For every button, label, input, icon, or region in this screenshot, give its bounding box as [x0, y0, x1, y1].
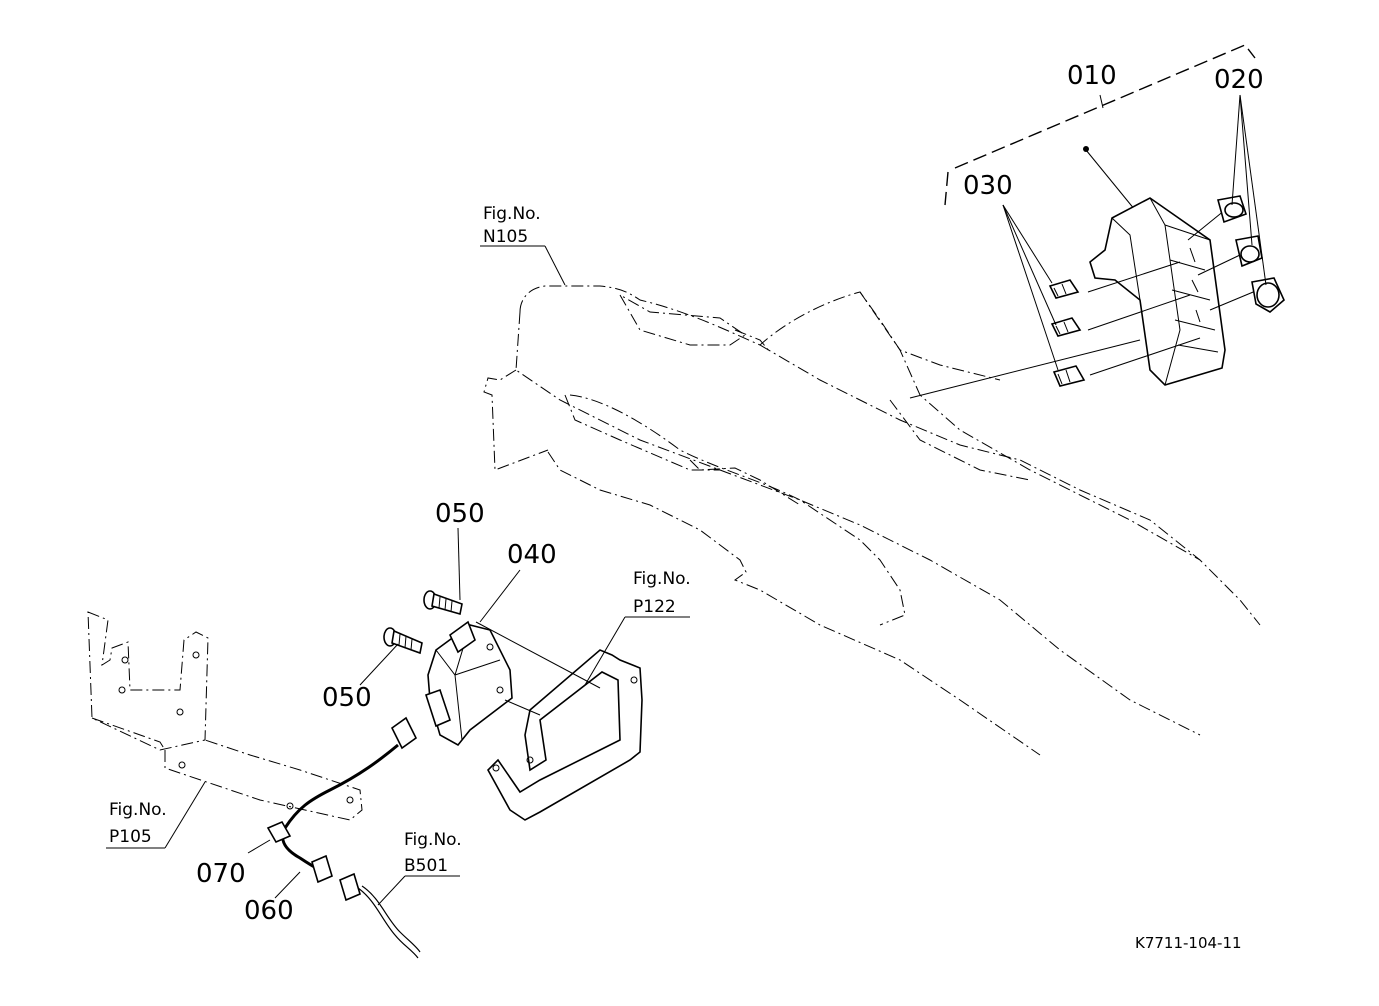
callout-030: 030 [963, 171, 1013, 201]
console-panel [483, 285, 1261, 756]
actuator-040 [425, 620, 601, 747]
callout-070: 070 [196, 859, 246, 889]
bracket-p122 [487, 649, 643, 821]
switch-assembly [909, 44, 1285, 399]
harness-060 [281, 716, 421, 959]
callout-050-upper: 050 [435, 499, 485, 529]
leader-lines [106, 245, 690, 906]
fig-ref-p105-code: P105 [109, 827, 152, 847]
callout-060: 060 [244, 896, 294, 926]
callout-020: 020 [1214, 65, 1264, 95]
bracket-p105 [87, 611, 363, 821]
bulb-030-c [1052, 365, 1086, 387]
fig-ref-n105-code: N105 [483, 227, 528, 247]
bolt-050-upper [423, 590, 463, 616]
callout-040: 040 [507, 540, 557, 570]
bulb-030-a [1048, 279, 1080, 299]
bolt-050-lower [383, 627, 423, 655]
fig-ref-b501-label: Fig.No. [404, 830, 462, 850]
clamp-070 [247, 820, 292, 854]
knob-020-a [1216, 195, 1248, 224]
knob-020-c [1251, 277, 1285, 313]
callout-010: 010 [1067, 61, 1117, 91]
fig-ref-n105-label: Fig.No. [483, 204, 541, 224]
fig-ref-b501-code: B501 [404, 856, 448, 876]
bulb-030-b [1050, 317, 1082, 337]
callout-050-lower: 050 [322, 683, 372, 713]
knob-020-b [1235, 235, 1263, 268]
fig-ref-p122-label: Fig.No. [633, 569, 691, 589]
fig-ref-p105-label: Fig.No. [109, 800, 167, 820]
drawing-code: K7711-104-11 [1135, 934, 1242, 952]
fig-ref-p122-code: P122 [633, 597, 676, 617]
